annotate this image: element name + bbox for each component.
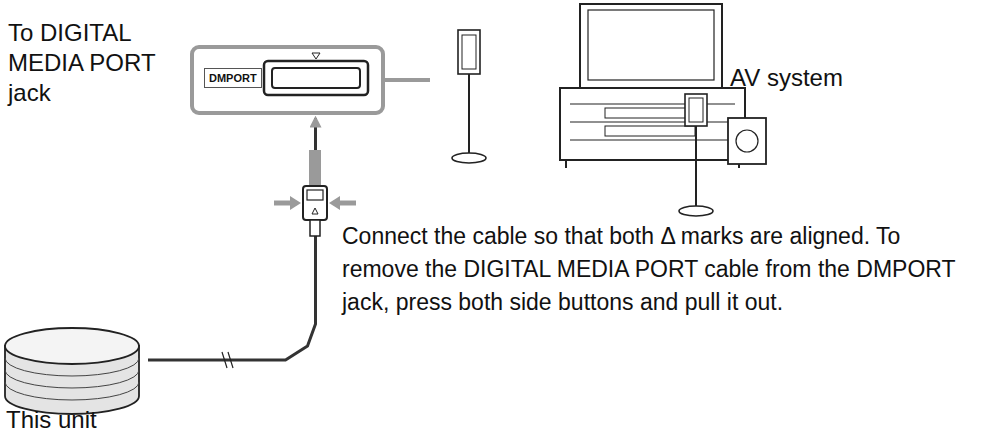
dmport-panel: DMPORT [190,45,385,115]
av-drawing [430,0,900,222]
callout-pointer [385,78,430,82]
node-label: AV system [730,64,843,92]
jack-caption: To DIGITAL MEDIA PORT jack [8,18,178,108]
av-system: AV system [430,0,900,222]
instruction-note: Connect the cable so that both Δ marks a… [342,220,978,319]
unit-puck: This unit [2,318,148,443]
node-label: DMPORT [204,68,262,88]
node-label: This unit [6,406,148,434]
cable [148,118,316,360]
